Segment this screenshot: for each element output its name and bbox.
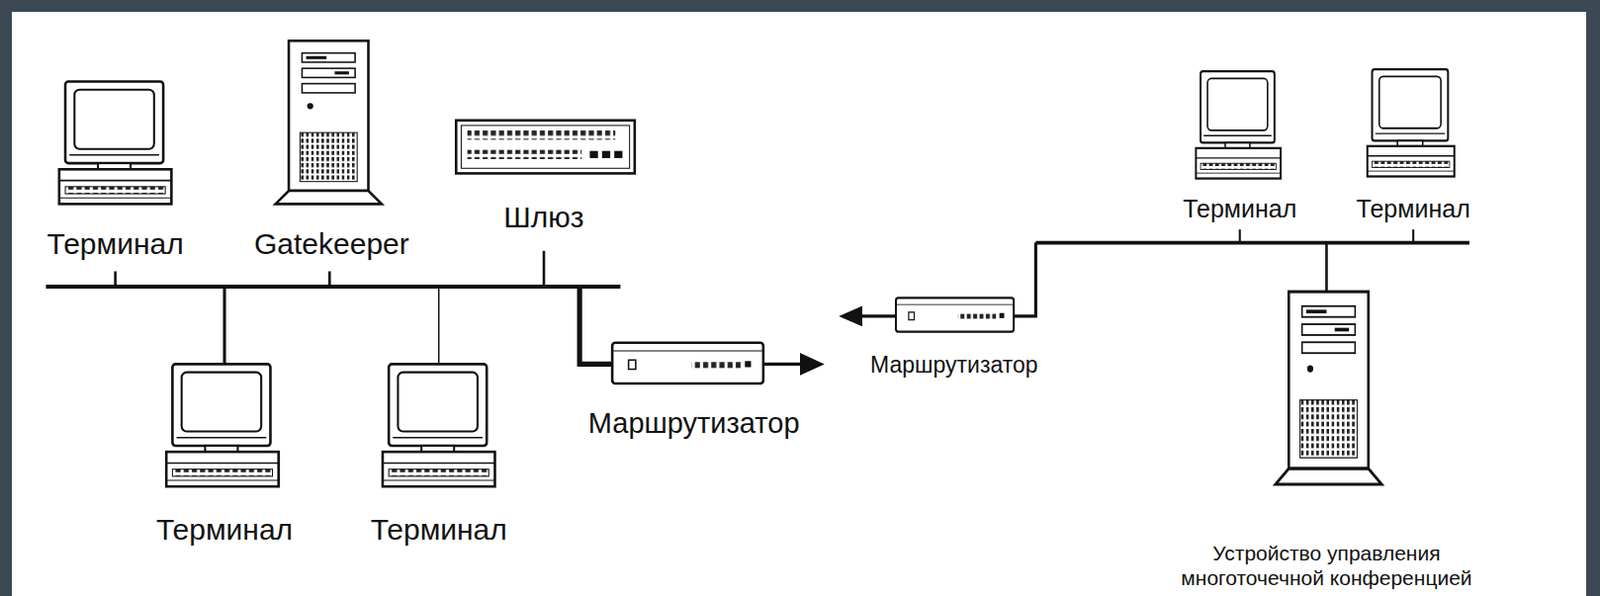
- device-label: Терминал: [1356, 194, 1471, 224]
- terminal-label: Терминал: [47, 227, 184, 263]
- gateway-label: Шлюз: [503, 200, 584, 236]
- device-label: Терминал: [370, 513, 508, 548]
- terminal-icon: [1195, 71, 1281, 178]
- device-label: Устройство управления многоточечной конф…: [1157, 540, 1495, 591]
- router-icon: [895, 297, 1014, 332]
- router-label: Маршрутизатор: [588, 407, 800, 441]
- terminal-label: Терминал: [1356, 194, 1471, 224]
- bus-stub: [1412, 229, 1415, 243]
- device-label: Шлюз: [503, 200, 584, 236]
- terminal-label: Терминал: [1182, 194, 1297, 224]
- wan-arrow-head: [838, 306, 863, 328]
- bus-stub: [113, 270, 117, 286]
- server-tower-icon: [275, 40, 382, 204]
- wan-arrow-line: [860, 314, 896, 318]
- router-label: Маршрутизатор: [870, 352, 1039, 378]
- gatekeeper-label: Gatekeeper: [254, 227, 410, 263]
- router-icon: [612, 343, 764, 384]
- lan-bus: [45, 284, 621, 289]
- device-label: Терминал: [47, 227, 184, 263]
- terminal-label: Терминал: [156, 513, 293, 548]
- bus-stub: [1325, 243, 1329, 293]
- device-label: Gatekeeper: [254, 227, 410, 263]
- terminal-icon: [166, 363, 279, 487]
- terminal-icon: [59, 82, 173, 205]
- device-label: Терминал: [1182, 194, 1297, 224]
- terminal-icon: [382, 363, 496, 487]
- bus-stub: [1239, 229, 1242, 243]
- router-link: [579, 286, 613, 364]
- bus-stub: [542, 251, 546, 287]
- bus-stub: [328, 270, 332, 286]
- bus-stub: [438, 286, 441, 365]
- device-label: Маршрутизатор: [588, 407, 800, 441]
- router-link: [1013, 243, 1037, 317]
- device-label: Маршрутизатор: [870, 352, 1039, 378]
- bus-stub: [222, 286, 226, 365]
- wan-arrow-line: [763, 362, 802, 366]
- device-label: Терминал: [156, 513, 293, 548]
- white-panel: [11, 11, 1587, 596]
- wan-arrow-head: [800, 353, 825, 376]
- server-tower-icon: [1275, 291, 1382, 485]
- terminal-icon: [1367, 69, 1455, 177]
- lan-bus: [1035, 241, 1470, 246]
- terminal-label: Терминал: [370, 513, 508, 548]
- gateway-icon: [455, 120, 635, 175]
- mcu-label: Устройство управления многоточечной конф…: [1157, 540, 1495, 591]
